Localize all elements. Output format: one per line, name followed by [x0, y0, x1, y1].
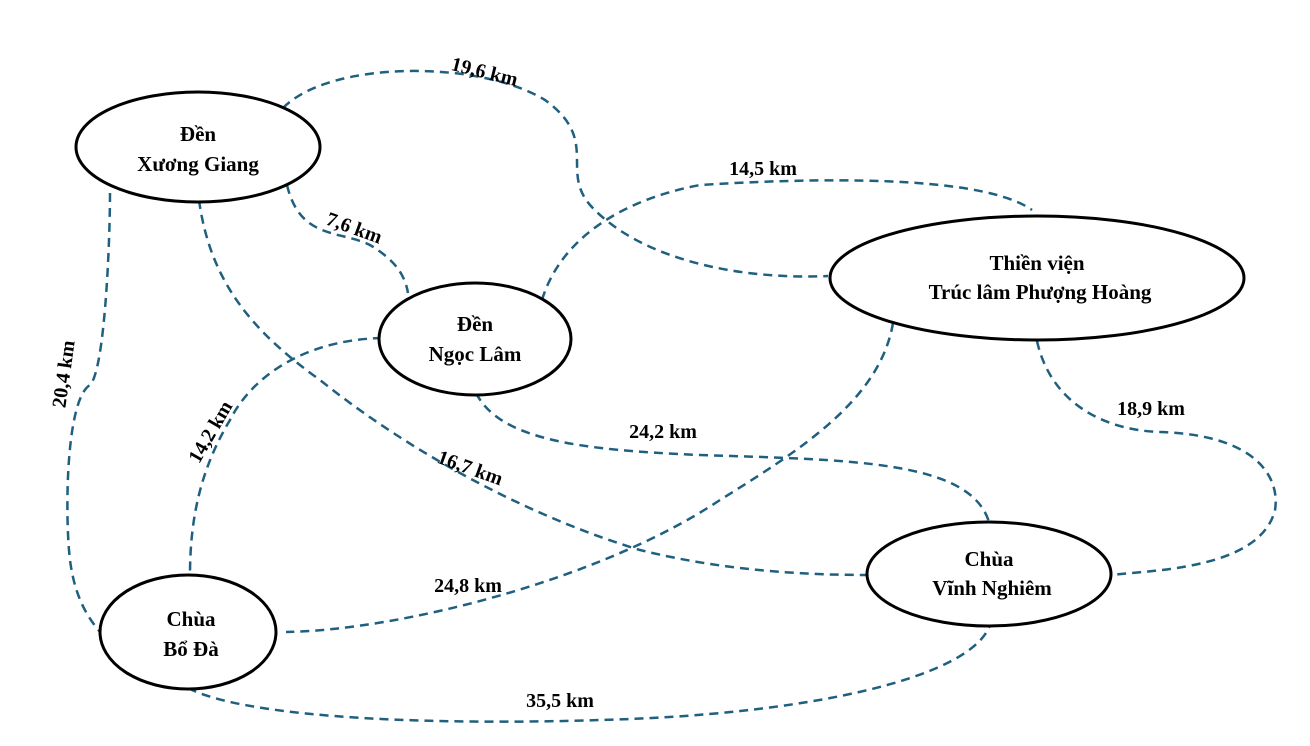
node-vinh-nghiem: Chùa Vĩnh Nghiêm — [865, 520, 1113, 628]
edge-label: 19,6 km — [449, 53, 520, 91]
edge-thien-vien-bo-da — [285, 322, 895, 634]
edge-label: 24,8 km — [434, 575, 502, 597]
node-label: Đền — [180, 122, 216, 146]
node-label: Thiền viện — [989, 251, 1084, 275]
node-label: Chùa — [964, 547, 1014, 571]
edge-xuong-giang-thien-vien — [282, 69, 829, 278]
node-ngoc-lam: Đền Ngọc Lâm — [377, 281, 573, 397]
edge-label: 24,2 km — [629, 421, 697, 443]
edge-ngoc-lam-vinh-nghiem — [474, 392, 991, 523]
node-label: Vĩnh Nghiêm — [932, 576, 1052, 600]
node-xuong-giang: Đền Xương Giang — [74, 90, 322, 204]
edge-bo-da-vinh-nghiem — [187, 624, 992, 723]
edge-label: 18,9 km — [1117, 398, 1185, 420]
edge-xuong-giang-ngoc-lam — [285, 184, 410, 294]
edge-thien-vien-vinh-nghiem — [1035, 340, 1277, 577]
edge-xuong-giang-bo-da — [66, 192, 112, 633]
edge-ngoc-lam-thien-vien — [540, 179, 1033, 301]
node-label: Xương Giang — [137, 152, 259, 176]
edge-label: 14,5 km — [729, 158, 797, 180]
node-bo-da: Chùa Bổ Đà — [98, 573, 278, 691]
node-label: Ngọc Lâm — [429, 342, 522, 366]
node-label: Đền — [457, 312, 493, 336]
edge-xuong-giang-vinh-nghiem — [197, 199, 869, 577]
node-label: Trúc lâm Phượng Hoàng — [929, 280, 1152, 304]
edge-label: 7,6 km — [323, 208, 385, 249]
edge-label: 35,5 km — [526, 690, 594, 712]
edge-label: 14,2 km — [184, 397, 237, 467]
node-label: Bổ Đà — [163, 637, 219, 661]
node-thien-vien: Thiền viện Trúc lâm Phượng Hoàng — [828, 214, 1246, 342]
edge-label: 20,4 km — [48, 339, 79, 410]
edge-label: 16,7 km — [434, 446, 506, 490]
node-label: Chùa — [166, 607, 216, 631]
edge-ngoc-lam-bo-da — [188, 336, 383, 576]
